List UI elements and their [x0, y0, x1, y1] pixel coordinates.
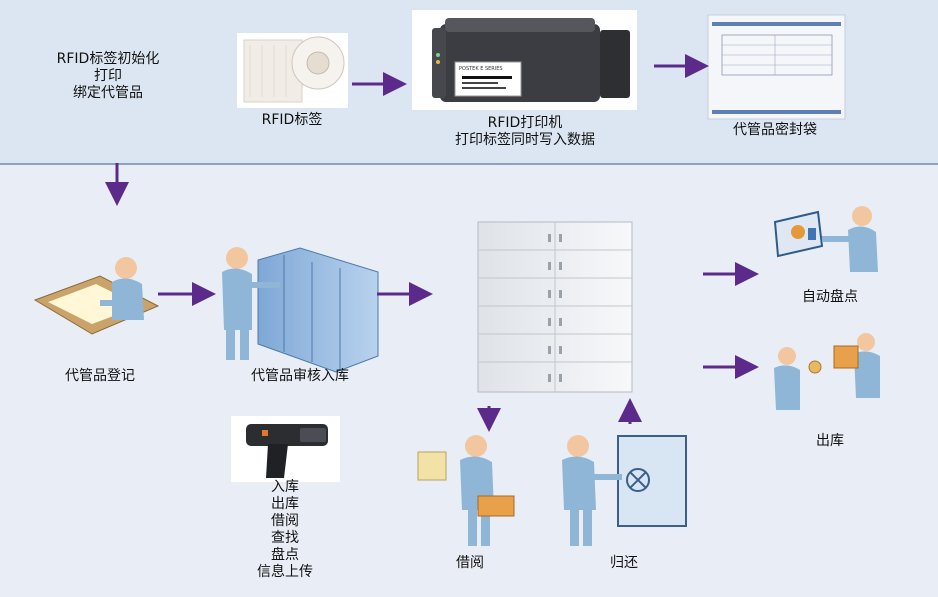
handheld-fn-out: 出库	[271, 496, 299, 512]
sealed-bag-image	[707, 14, 846, 120]
rfid-tag-roll-image	[237, 33, 348, 108]
handheld-reader-image	[231, 416, 340, 482]
out-figure	[774, 333, 880, 410]
printer-line-2: 打印标签同时写入数据	[455, 132, 595, 148]
out-label: 出库	[816, 433, 844, 449]
rfid-cabinet	[477, 221, 633, 393]
section-divider	[0, 163, 938, 165]
init-process-text: RFID标签初始化 打印 绑定代管品	[18, 51, 198, 102]
rfid-printer-image: POSTEK E SERIES	[412, 10, 637, 110]
printer-caption: RFID打印机 打印标签同时写入数据	[400, 115, 650, 149]
handheld-fn-check: 盘点	[271, 547, 299, 563]
printer-line-1: RFID打印机	[487, 115, 563, 131]
return-label: 归还	[610, 555, 638, 571]
register-label: 代管品登记	[65, 368, 135, 384]
register-person-figure	[33, 257, 160, 335]
handheld-fn-borrow: 借阅	[271, 513, 299, 529]
audit-in-label: 代管品审核入库	[251, 368, 349, 384]
borrow-figure	[417, 435, 515, 546]
handheld-functions-list: 入库 出库 借阅 查找 盘点 信息上传	[225, 479, 345, 581]
handheld-fn-find: 查找	[271, 530, 299, 546]
sealed-bag-label: 代管品密封袋	[733, 122, 817, 138]
borrow-label: 借阅	[456, 555, 484, 571]
return-figure	[562, 435, 687, 546]
init-line-3: 绑定代管品	[73, 85, 143, 101]
rfid-tag-label: RFID标签	[261, 112, 323, 128]
auto-check-figure	[773, 206, 878, 272]
auto-check-label: 自动盘点	[802, 289, 858, 305]
handheld-fn-upload: 信息上传	[257, 564, 313, 580]
printer-label-text: POSTEK E SERIES	[459, 66, 503, 72]
init-line-2: 打印	[94, 68, 122, 84]
audit-rack-figure	[222, 247, 379, 373]
init-line-1: RFID标签初始化	[56, 51, 160, 67]
handheld-fn-in: 入库	[271, 479, 299, 495]
